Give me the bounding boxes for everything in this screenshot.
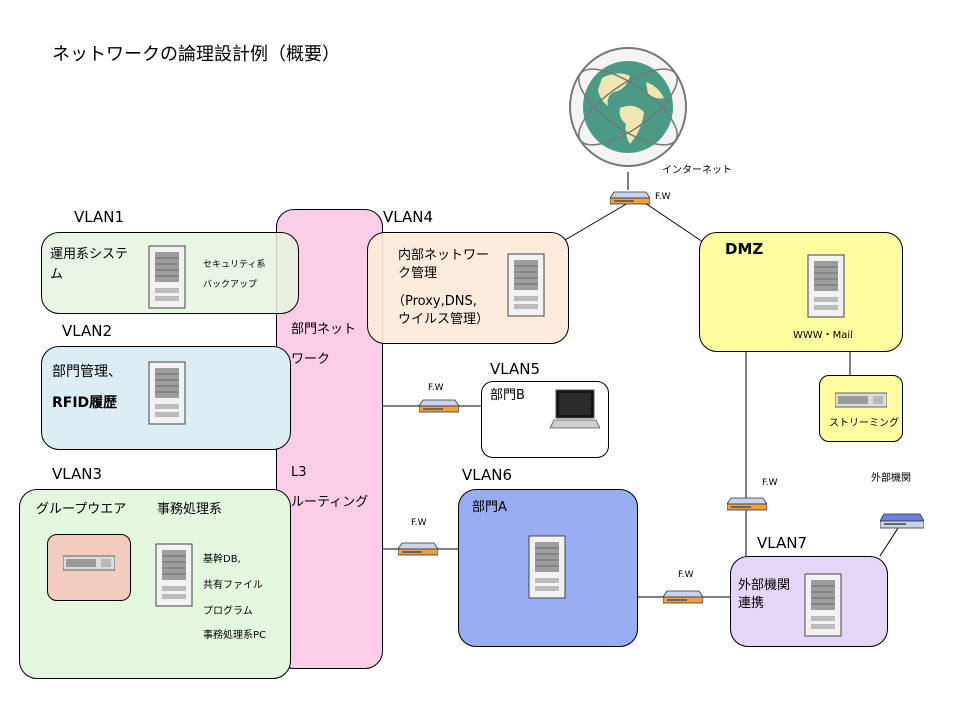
vlan3-item-4: 事務処理系PC — [203, 630, 267, 641]
vlan5-text: 部門B — [490, 388, 525, 403]
server-icon — [804, 573, 842, 637]
firewall-router-icon — [419, 399, 459, 413]
firewall-router-icon — [610, 191, 650, 205]
dmz-box — [699, 232, 903, 352]
core-label-3: L3 — [291, 465, 307, 480]
streaming-server-icon — [835, 392, 887, 408]
internet-label: インターネット — [662, 165, 732, 176]
vlan5-title: VLAN5 — [490, 360, 540, 378]
vlan1-text: 運用系システ ム — [50, 247, 129, 282]
external-router-icon — [880, 513, 924, 529]
firewall-router-icon — [398, 542, 438, 556]
fw-label-internet: F.W — [655, 192, 671, 202]
vlan2-line2: RFID履歴 — [52, 395, 118, 411]
vlan3-title: VLAN3 — [52, 465, 102, 483]
vlan2-line1: 部門管理、 — [52, 364, 122, 380]
vlan4-title: VLAN4 — [383, 208, 433, 226]
vlan6-text: 部門A — [472, 500, 507, 515]
dmz-server-label: WWW・Mail — [793, 330, 853, 341]
firewall-router-icon — [663, 590, 703, 604]
server-icon — [148, 245, 186, 309]
vlan3-left-label: グループウエア — [36, 502, 127, 517]
vlan4-line4: ウイルス管理） — [398, 312, 490, 327]
vlan3-item-3: プログラム — [203, 606, 253, 617]
page-title: ネットワークの論理設計例（概要） — [52, 44, 340, 65]
vlan1-title: VLAN1 — [74, 208, 124, 226]
server-icon — [507, 253, 545, 317]
fw-label-vlan5: F.W — [428, 383, 444, 393]
vlan3-item-2: 共有ファイル — [203, 580, 263, 591]
streaming-box — [819, 375, 903, 442]
vlan4-line3: （Proxy,DNS, — [392, 294, 477, 309]
globe-icon — [569, 47, 687, 167]
link-vlan7-external — [879, 524, 901, 557]
vlan1-sub1: セキュリティ系 — [203, 260, 266, 270]
server-icon — [807, 254, 845, 318]
core-label-1: 部門ネット — [291, 322, 357, 337]
vlan6-title: VLAN6 — [462, 466, 512, 484]
external-label: 外部機関 — [871, 473, 911, 484]
link-fw-vlan4 — [564, 202, 629, 241]
vlan7-line2: 連携 — [738, 596, 765, 611]
vlan7-title: VLAN7 — [757, 534, 807, 552]
link-fw-dmz — [644, 202, 704, 243]
server-icon — [155, 543, 193, 607]
core-label-4: ルーティング — [291, 495, 369, 510]
vlan4-line1: 内部ネットワー — [398, 248, 490, 263]
rack-server-icon — [63, 555, 115, 571]
fw-label-vlan7: F.W — [678, 570, 694, 580]
fw-label-vlan6: F.W — [411, 518, 427, 528]
dmz-title: DMZ — [725, 240, 764, 258]
laptop-icon — [549, 389, 600, 429]
vlan4-line2: ク管理 — [398, 266, 438, 281]
vlan3-right-label: 事務処理系 — [157, 502, 223, 517]
server-icon — [528, 535, 566, 599]
firewall-router-icon — [727, 497, 767, 511]
vlan1-sub2: バックアップ — [203, 280, 258, 290]
vlan2-title: VLAN2 — [62, 322, 112, 340]
core-label-2: ワーク — [291, 352, 331, 367]
fw-label-dmz: F.W — [762, 478, 778, 488]
server-icon — [148, 361, 186, 425]
streaming-label: ストリーミング — [829, 418, 899, 429]
vlan7-line1: 外部機関 — [738, 578, 791, 593]
vlan3-item-1: 基幹DB, — [203, 554, 241, 565]
